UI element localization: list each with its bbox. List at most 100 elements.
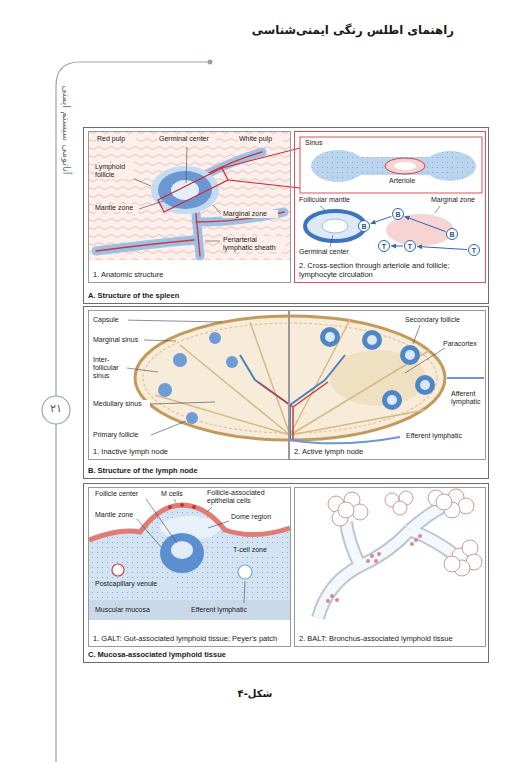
spleen-anatomy [158,168,228,212]
part-label: Medullary sinus [92,400,150,408]
part-label: Mantle zone [94,511,138,519]
balt [410,542,414,546]
circulation-arrow [391,246,403,247]
subfigure-box: 2. Cross-section through arteriole and f… [294,131,486,283]
spleen-anatomy [222,148,300,188]
subfigure-caption: 2. Cross-section through arteriole and f… [299,261,481,279]
balt [393,501,407,515]
arteriole-section [300,137,482,193]
spleen-anatomy [89,132,290,260]
lymphocyte-circle: T [468,244,480,256]
part-label: Mantle zone [94,204,138,212]
part-label: Arteriole [388,177,424,185]
panel-title: B. Structure of the lymph node [88,466,484,475]
balt [370,554,374,558]
spleen-anatomy [89,132,290,260]
part-label: Paracortex [442,340,484,348]
lymph-node [400,345,420,365]
part-label: T-cell zone [232,546,278,554]
lymphocyte-circle: B [358,220,370,232]
cell-letter: B [395,211,400,218]
cell-letter: T [472,247,476,254]
balt [335,598,339,602]
subfigure-caption: 2. Active lymph node [294,447,481,456]
part-label: M cells [160,490,188,498]
lymph-node [325,332,335,342]
balt [338,502,354,518]
lymph-node [367,335,377,345]
part-label: Red pulp [96,135,136,143]
arteriole-section [385,158,425,174]
peyers-patch [238,565,252,579]
part-label: Primary follicle [92,431,150,439]
lymph-node [226,356,238,368]
panel-title: A. Structure of the spleen [88,291,484,300]
peyers-patch [192,505,196,509]
part-label: Secondary follicle [404,316,484,324]
lymph-node [135,316,445,440]
part-label: Postcapillary venule [94,580,174,588]
balt [444,556,460,572]
lymphocyte-circle: T [378,240,390,252]
lymphocyte-circulation [322,219,348,233]
panel-title: C. Mucosa-associated lymphoid tissue [88,650,484,659]
balt [318,506,456,618]
figure-panel: A. Structure of the spleen1. Anatomic st… [83,127,489,304]
lymph-node [209,332,221,344]
lymph-node [158,332,238,424]
part-label: Marginal sinus [92,336,144,344]
balt [418,534,422,538]
figure-panel: C. Mucosa-associated lymphoid tissue 1. G… [83,483,489,663]
lymph-node [320,327,435,410]
part-label: Marginal zone [222,210,278,218]
part-label: Muscular mucosa [94,606,156,614]
lymph-node [325,332,430,405]
balt [352,504,368,520]
part-label: Efferent lymphatic [190,606,260,614]
peyers-patch [112,564,124,576]
balt [318,489,482,618]
part-label: Germinal center [158,135,216,143]
subfigure-caption: 1. GALT: Gut-associated lymphoid tissue;… [93,634,286,643]
balt [326,534,422,603]
lymph-node [415,375,435,395]
cell-letter: B [361,223,366,230]
balt [458,498,474,514]
part-label: Periarterial lymphatic sheath [222,236,286,252]
spleen-anatomy [127,147,221,241]
part-label: Inter- follicular sinus [92,356,126,380]
lymphocyte-circle: B [446,228,458,240]
peyers-patch [171,541,193,559]
cell-letter: T [382,243,386,250]
balt [414,538,418,542]
lymphocyte-circle: T [404,240,416,252]
lymph-node [173,353,187,367]
peyers-patch [89,499,290,620]
lymph-node [158,383,172,397]
part-label: Marginal zone [430,196,484,204]
balt [436,494,452,510]
arteriole-section [300,137,482,193]
part-label: Dome region [230,513,276,521]
running-head-rule [42,396,70,424]
lymph-node [122,320,445,435]
part-label: Follicle center [94,490,146,498]
part-label: Efferent lymphatic [405,432,483,440]
subfigure-box: 2. BALT: Bronchus-associated lymphoid ti… [294,487,486,647]
balt [326,599,330,603]
part-label: Capsule [92,316,128,324]
balt [328,489,482,576]
cell-letter: T [408,243,412,250]
cell-letter: B [449,231,454,238]
lymph-node [387,395,397,405]
lymph-node [186,412,198,424]
part-label: Follicle-associated epithelial cells [206,489,286,505]
part-label: Germinal center [298,248,358,256]
figure-panel: B. Structure of the lymph node1. Inactiv… [83,306,489,479]
subfigure-caption: 2. BALT: Bronchus-associated lymphoid ti… [299,634,481,643]
running-head-rule [208,60,213,65]
peyers-patch [89,600,290,620]
page-number: ۲۱ [42,403,70,416]
